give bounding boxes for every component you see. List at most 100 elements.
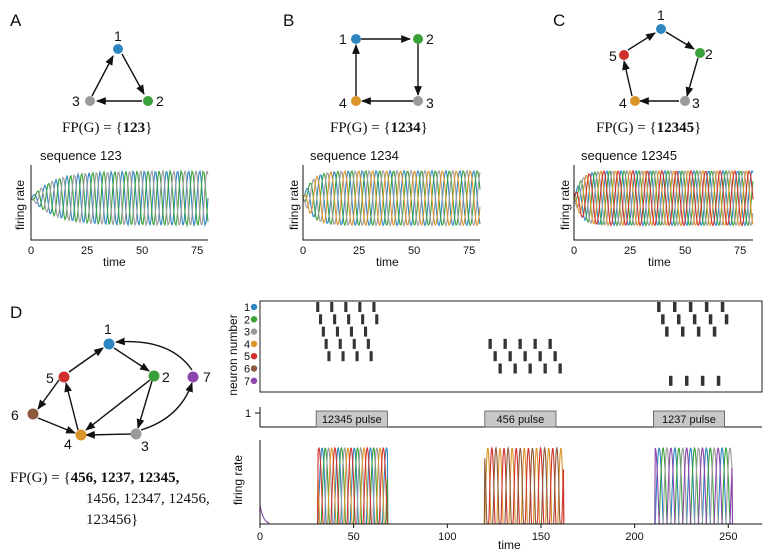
raster-row-dot-1 [250,303,258,311]
tick-label: 50 [679,245,691,257]
node-c-5-label: 5 [609,48,617,64]
raster-row-dot-2 [250,316,258,323]
panel-b: B 1 2 3 4 FP(G) = {1234} sequence 1234 f… [283,11,481,269]
raster-spike [324,338,328,349]
panel-b-xlabel: time [376,255,399,269]
raster-row-label-5: 5 [244,351,250,363]
raster-spike [548,338,552,349]
node-b-3 [413,96,423,106]
edge-c-5-1 [627,32,656,51]
raster-row-dot-7 [250,377,258,384]
raster-spike [704,302,709,312]
node-b-1 [351,34,361,44]
raster-spike [518,338,522,349]
raster-row-label-7: 7 [244,376,250,388]
tick-label: 25 [81,245,93,257]
rate-trace-1 [30,169,209,228]
panel-c-fp: FP(G) = {12345} [596,120,701,136]
raster-spike [708,314,713,325]
node-c-3-label: 3 [692,95,700,111]
raster-spike [508,351,512,362]
raster-spike [344,302,348,312]
panel-b-xticks: 0 25 50 75 [300,245,475,257]
edge-d-3-7 [140,382,193,431]
edge-c-2-3 [685,57,699,97]
raster-spike [349,326,353,337]
panel-a-axes [30,165,208,241]
raster-row-label-3: 3 [244,327,250,339]
node-d-1-label: 1 [104,321,112,337]
raster-spike [513,363,517,374]
panel-d-fp-line1: FP(G) = {456, 1237, 12345, [10,470,180,486]
edge-c-1-2 [665,31,695,50]
node-b-2 [413,34,423,44]
pulse-bar-3 [653,410,726,428]
pulse-bar-2 [484,410,557,428]
raster-spike [372,302,376,312]
edge-d-1-2 [113,347,150,372]
node-b-3-label: 3 [426,95,434,111]
fp-set: 1234 [391,120,422,136]
node-c-3 [680,96,690,106]
panel-a-fp: FP(G) = {123} [62,120,152,136]
panel-a-rate-plot [30,168,209,228]
edge-d-5-6 [37,379,60,410]
pulse-label-2: 456 pulse [497,414,545,426]
fp-suffix: } [421,120,428,136]
raster-spike [361,314,365,325]
pulse-bar-1 [315,410,388,428]
x-tick-label: 0 [257,531,263,543]
edge-d-6-4 [37,417,76,434]
raster-spike [498,363,502,374]
panel-c-xlabel: time [648,255,671,269]
node-a-2-label: 2 [156,93,164,109]
raster-spike [319,314,323,325]
raster-spike [533,338,537,349]
node-d-2 [148,370,160,382]
raster-spike [720,302,725,312]
raster-spike [657,302,661,312]
x-tick-label: 250 [719,531,737,543]
panel-c-axes [573,165,753,241]
rate-ylabel: firing rate [231,455,245,505]
raster-spike [677,314,681,325]
raster-row-dot-5 [250,353,258,360]
raster-spike [333,314,337,325]
raster-spike [696,326,701,337]
edge-c-4-5 [622,60,633,97]
fp-suffix: } [145,120,152,136]
tick-label: 50 [136,245,148,257]
panel-d-letter: D [10,303,22,322]
edge-a-3-1 [91,55,114,97]
panel-c-letter: C [553,11,565,30]
raster-spike [366,338,370,349]
panel-d-rate-plot [259,445,738,525]
node-c-2-label: 2 [705,46,713,62]
panel-c-xticks: 0 25 50 75 [571,245,746,257]
raster-row-label-2: 2 [244,314,250,326]
raster-spike [369,351,373,362]
raster-row-label-6: 6 [244,364,250,376]
rate-trace-4 [573,169,754,227]
fp-set: 123 [123,120,146,136]
rate-trace-5 [573,169,754,227]
fp-set: 12345 [657,120,695,136]
tick-label: 75 [191,245,203,257]
edge-d-5-1 [68,347,104,373]
node-d-6 [27,408,39,420]
panel-b-ylabel: firing rate [287,180,301,230]
panel-b-sequence-title: sequence 1234 [310,148,399,163]
panel-d-fp-line3: 123456} [86,512,138,528]
panel-b-letter: B [283,11,294,30]
panel-a-sequence-title: sequence 123 [40,148,122,163]
panel-d-xlabel: time [498,538,521,552]
raster-spike [528,363,532,374]
raster-spike [503,338,507,349]
node-b-4 [351,96,361,106]
node-a-1 [113,44,123,54]
fp-prefix: FP(G) = { [10,470,71,486]
panel-b-graph: 1 2 3 4 [339,31,434,111]
raster-spike [543,363,547,374]
node-a-3 [85,96,95,106]
raster-spike [364,326,368,337]
